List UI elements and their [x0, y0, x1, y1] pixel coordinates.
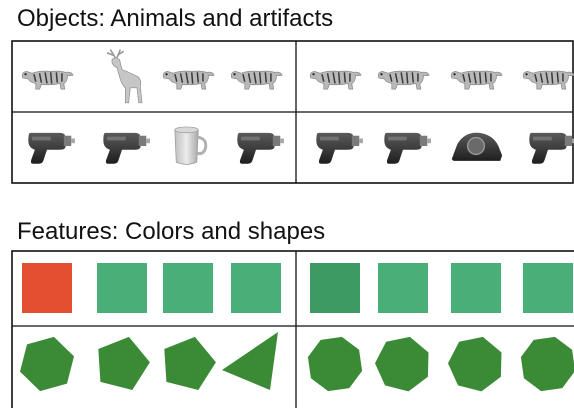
square-shape — [163, 263, 213, 313]
objects-section-title: Objects: Animals and artifacts — [17, 5, 333, 33]
tiger-icon — [163, 71, 214, 89]
square-shape — [22, 263, 72, 313]
features-section-title: Features: Colors and shapes — [17, 218, 325, 246]
drill-icon — [103, 133, 150, 164]
triangle-shape — [222, 332, 278, 390]
octagon-shape — [308, 337, 362, 391]
pentagon-shape — [98, 337, 150, 390]
square-shape — [451, 263, 501, 313]
hexagon-shape — [20, 337, 74, 391]
drill-icon — [384, 133, 431, 164]
drill-icon — [316, 133, 363, 164]
tiger-icon — [378, 71, 429, 89]
deer-icon — [107, 50, 142, 103]
tape-dispenser-icon — [452, 133, 502, 161]
objects-grid — [0, 40, 574, 186]
square-shape — [97, 263, 147, 313]
pentagon-shape — [164, 337, 216, 390]
mug-icon — [175, 127, 206, 164]
square-shape — [310, 263, 360, 313]
drill-icon — [529, 133, 574, 164]
octagon-shape — [521, 337, 574, 391]
square-shape — [523, 263, 573, 313]
heptagon-shape — [448, 337, 502, 392]
drill-icon — [237, 133, 284, 164]
tiger-icon — [310, 71, 361, 89]
features-grid — [0, 250, 574, 408]
drill-icon — [28, 133, 75, 164]
heptagon-shape — [375, 337, 429, 392]
square-shape — [231, 263, 281, 313]
tiger-icon — [451, 71, 502, 89]
tiger-icon — [22, 71, 73, 89]
tiger-icon — [523, 71, 574, 89]
square-shape — [378, 263, 428, 313]
tiger-icon — [231, 71, 282, 89]
